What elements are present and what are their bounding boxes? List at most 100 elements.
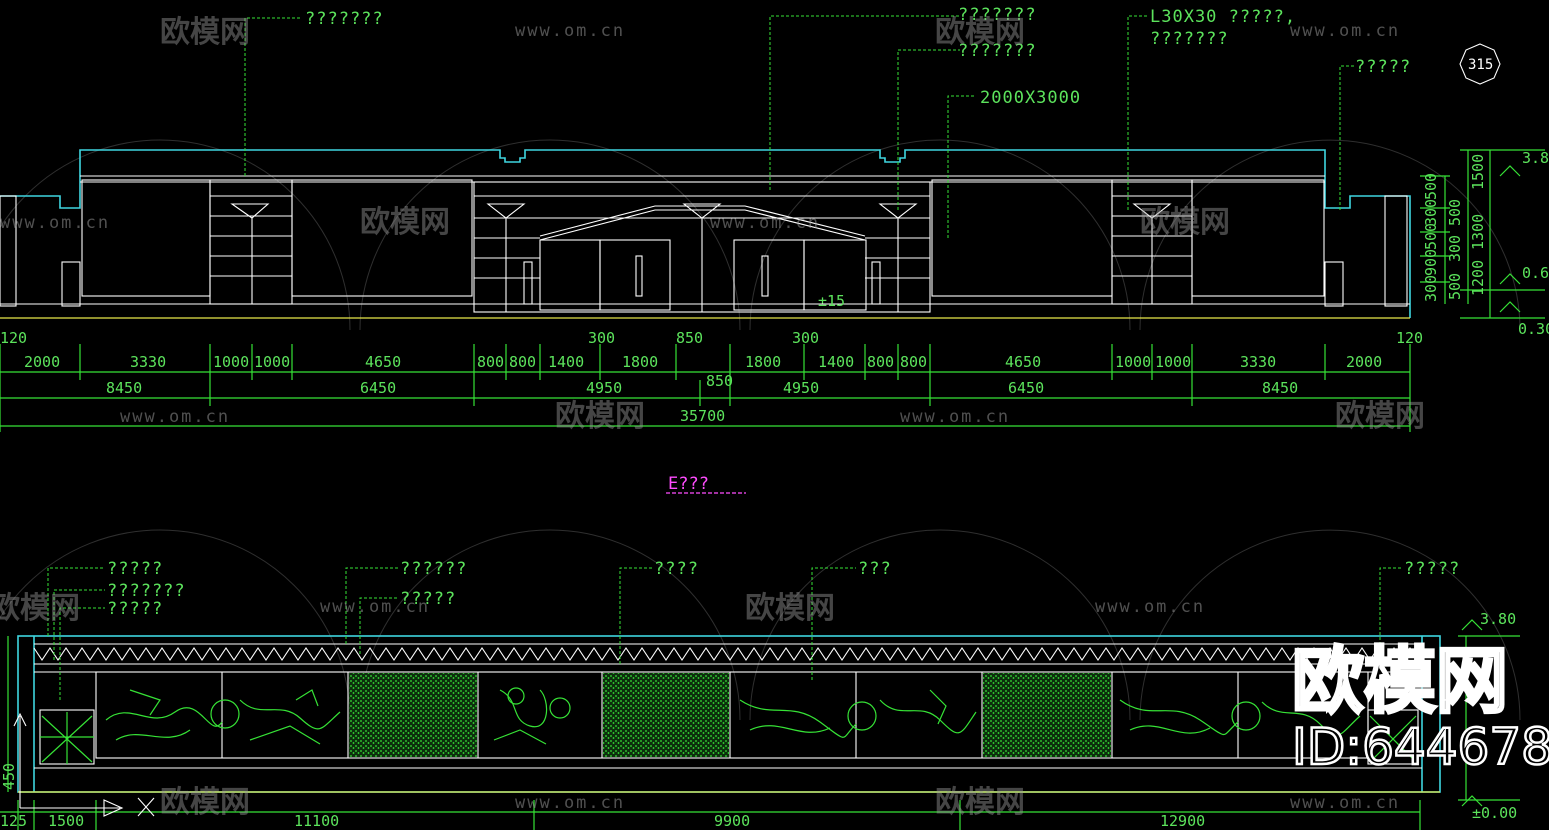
lower-dim-0: 125 xyxy=(0,812,27,830)
wm-brand-7: 欧模网 xyxy=(0,591,80,626)
pier-right xyxy=(1111,179,1193,305)
lower-level-ground: ±0.00 xyxy=(1472,804,1517,822)
wm-brand-6: 欧模网 xyxy=(1335,399,1425,434)
note-a4: 2000X3000 xyxy=(980,88,1081,108)
dim1-8: 1400 xyxy=(548,353,584,371)
dim1-14: 800 xyxy=(900,353,927,371)
dim2-3: 850 xyxy=(706,372,733,390)
dim-top-0: 300 xyxy=(588,329,615,347)
ucs-icon xyxy=(13,712,155,817)
wm-brand-1: 欧模网 xyxy=(160,15,250,50)
dim1-9: 1800 xyxy=(622,353,658,371)
dim1-16: 1000 xyxy=(1115,353,1151,371)
note-a5: L30X30 ?????, xyxy=(1150,7,1296,27)
lower-dim-3: 9900 xyxy=(714,812,750,830)
wm-url-8: www.om.cn xyxy=(1095,597,1205,617)
note-b3: ????? xyxy=(107,599,163,619)
vdim-0: 500 xyxy=(1422,173,1440,200)
dim2-5: 6450 xyxy=(1008,379,1044,397)
wm-brand-10: 欧模网 xyxy=(935,785,1025,820)
lower-dim-2: 11100 xyxy=(294,812,339,830)
note-b1: ????? xyxy=(107,559,163,579)
wm-url-10: www.om.cn xyxy=(1290,793,1400,813)
lower-dim-1: 1500 xyxy=(48,812,84,830)
wm-brand-8: 欧模网 xyxy=(745,591,835,626)
vdim-1: 300 xyxy=(1422,199,1440,226)
wm-url-9: www.om.cn xyxy=(515,793,625,813)
wm-url-6: www.om.cn xyxy=(900,407,1010,427)
dim1-4: 1000 xyxy=(254,353,290,371)
note-a3: ??????? xyxy=(958,41,1037,61)
wm-brand-3: 欧模网 xyxy=(360,205,450,240)
brand-id-text: ID:644678 xyxy=(1292,718,1549,776)
detail-marker-label: 315 xyxy=(1468,57,1493,73)
pier-left xyxy=(209,179,293,305)
level-top: 3.80 xyxy=(1522,149,1549,167)
note-b7: ??? xyxy=(858,559,892,579)
right-vertical-dims: 500 300 500 900 300 500 300 500 1500 130… xyxy=(1420,149,1549,338)
wm-url-5: www.om.cn xyxy=(120,407,230,427)
note-a2: ??????? xyxy=(958,5,1037,25)
note-b5: ????? xyxy=(400,589,456,609)
vdim-6: 500 xyxy=(1446,199,1464,226)
wm-url-1: www.om.cn xyxy=(515,21,625,41)
wm-brand-2: 欧模网 xyxy=(935,15,1025,50)
wm-brand-5: 欧模网 xyxy=(555,399,645,434)
dim1-2: 3330 xyxy=(130,353,166,371)
horizontal-dims xyxy=(0,344,1411,432)
wm-url-2: www.om.cn xyxy=(1290,21,1400,41)
detail-marker: 315 xyxy=(1459,43,1501,85)
dim1-0: 120 xyxy=(0,329,27,347)
section-title-text: E??? xyxy=(668,474,709,494)
dim-top-2: 300 xyxy=(792,329,819,347)
vdim-7: 1500 xyxy=(1469,154,1487,190)
lower-level-top: 3.80 xyxy=(1480,610,1516,628)
lower-left-vdim: 450 xyxy=(0,763,18,790)
dim1-7: 800 xyxy=(509,353,536,371)
note-a6: ??????? xyxy=(1150,29,1229,49)
wm-url-4: www.om.cn xyxy=(710,213,820,233)
dim1-18: 3330 xyxy=(1240,353,1276,371)
dim-total: 35700 xyxy=(680,407,725,425)
dim1-15: 4650 xyxy=(1005,353,1041,371)
wm-url-7: www.om.cn xyxy=(320,597,430,617)
level-low: 0.30 xyxy=(1518,320,1549,338)
note-b2: ??????? xyxy=(107,581,186,601)
section-title: E??? xyxy=(666,474,746,494)
dim1-6: 800 xyxy=(477,353,504,371)
watermarks: 欧模网 www.om.cn 欧模网 www.om.cn www.om.cn 欧模… xyxy=(0,15,1549,820)
dim2-6: 8450 xyxy=(1262,379,1298,397)
dim2-4: 4950 xyxy=(783,379,819,397)
watermark-arcs xyxy=(0,139,1521,721)
vdim-4: 900 xyxy=(1422,249,1440,276)
dim-top-1: 850 xyxy=(676,329,703,347)
note-b8: ????? xyxy=(1404,559,1460,579)
level-mid: 0.60 xyxy=(1522,264,1549,282)
note-a7: ????? xyxy=(1355,57,1411,77)
brand-logo-text: 欧模网 xyxy=(1292,639,1508,723)
dim1-13: 800 xyxy=(867,353,894,371)
upper-elevation: ??????? ??????? ??????? 2000X3000 L30X30… xyxy=(0,5,1549,432)
dim2-2: 4950 xyxy=(586,379,622,397)
vdim-9: 1300 xyxy=(1469,214,1487,250)
small-label: ±15 xyxy=(818,292,845,310)
note-a1: ??????? xyxy=(305,9,384,29)
vdim-5: 300 xyxy=(1446,235,1464,262)
vdim-8: 500 xyxy=(1446,273,1464,300)
wm-brand-9: 欧模网 xyxy=(160,785,250,820)
vdim-3: 300 xyxy=(1422,275,1440,302)
dim1-3: 1000 xyxy=(213,353,249,371)
dim1-12: 1400 xyxy=(818,353,854,371)
roof-outline xyxy=(79,149,1411,318)
mural-figures xyxy=(105,687,1361,745)
lower-elevation: ????? ??????? ????? ?????? ????? ???? ??… xyxy=(0,559,1520,830)
dim2-0: 8450 xyxy=(106,379,142,397)
dim1-19: 2000 xyxy=(1346,353,1382,371)
vdim-2: 500 xyxy=(1422,223,1440,250)
note-b4: ?????? xyxy=(400,559,467,579)
central-entrance xyxy=(473,181,931,313)
dim1-20: 120 xyxy=(1396,329,1423,347)
dim1-11: 1800 xyxy=(745,353,781,371)
note-b6: ???? xyxy=(654,559,699,579)
